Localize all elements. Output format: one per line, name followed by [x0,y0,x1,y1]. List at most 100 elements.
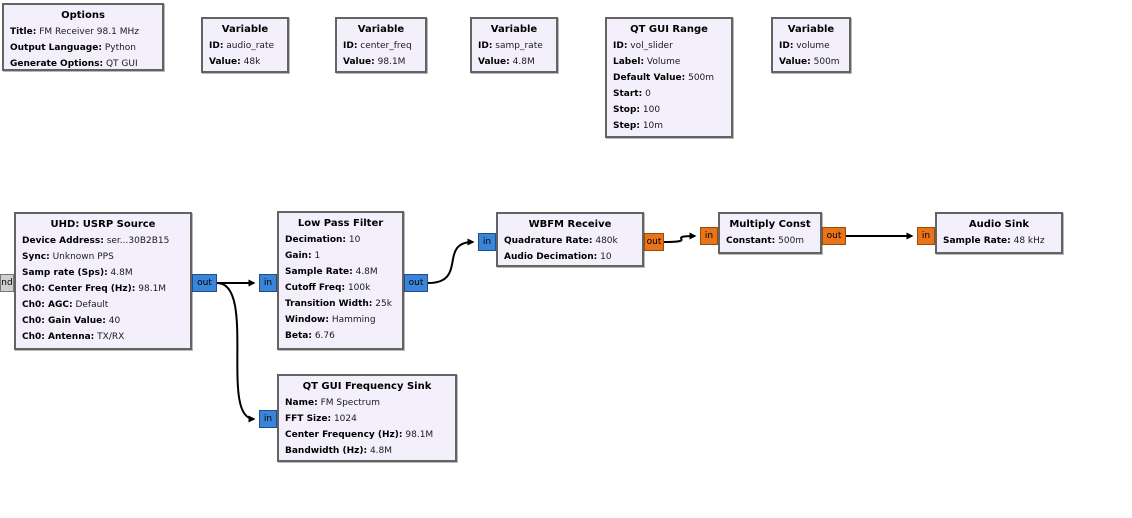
block-property: Generate Options: QT GUI [10,56,156,72]
usrp-out-port[interactable]: out [192,274,217,292]
block-property: Center Frequency (Hz): 98.1M [285,427,449,443]
block-title: Variable [357,24,405,35]
property-value: 48k [243,57,261,67]
wire-wbfm.out-to-mult.in[interactable] [663,232,697,243]
property-label: Sample Rate: [943,236,1011,246]
block-property: Sync: Unknown PPS [22,249,184,265]
property-value: Python [104,43,137,53]
property-label: Stop: [613,105,641,115]
property-label: Value: [343,57,375,67]
block-property: Stop: 100 [613,102,725,118]
block-property: ID: volume [779,38,843,54]
block-property: Constant: 500m [726,233,814,249]
multiply_const-in-port[interactable]: in [700,227,718,245]
property-value: 500m [813,57,840,67]
audio_sink-in-port[interactable]: in [917,227,935,245]
property-value: 10 [348,235,361,245]
block-property: Gain: 1 [285,248,396,264]
block-property: ID: audio_rate [209,38,281,54]
multiply_const-out-port[interactable]: out [822,227,846,245]
block-title: Variable [490,24,538,35]
property-value: volume [796,41,830,51]
property-value: 1024 [333,414,357,424]
property-value: 4.8M [110,268,133,278]
property-value: Hamming [331,315,376,325]
property-value: 480k [595,236,618,246]
block-property: ID: vol_slider [613,38,725,54]
wbfm-in-port[interactable]: in [478,233,496,251]
property-value: 0 [645,89,651,99]
block-property: ID: center_freq [343,38,419,54]
property-label: Ch0: Center Freq (Hz): [22,284,136,294]
block-property: Cutoff Freq: 100k [285,280,396,296]
property-value: 1 [314,251,321,261]
property-value: vol_slider [630,41,673,51]
property-value: 4.8M [369,446,393,456]
property-value: FM Spectrum [320,398,380,408]
property-label: Sync: [22,252,50,262]
block-property: Ch0: AGC: Default [22,297,184,313]
block-property: Bandwidth (Hz): 4.8M [285,443,449,459]
property-label: FFT Size: [285,414,332,424]
block-title: Audio Sink [968,219,1030,230]
block-property: Ch0: Antenna: TX/RX [22,329,184,345]
block-property: Quadrature Rate: 480k [504,233,636,249]
property-value: 98.1M [377,57,406,67]
property-label: Title: [10,27,37,37]
lpf-in-port[interactable]: in [259,274,277,292]
wire-usrp.out-to-freqsink.in[interactable] [216,282,256,423]
property-value: 48 kHz [1013,236,1045,246]
lpf-out-port[interactable]: out [404,274,428,292]
property-value: 100k [347,283,371,293]
property-label: Step: [613,121,640,131]
property-label: Sample Rate: [285,267,353,277]
block-title: WBFM Receive [528,219,612,230]
block-property: Value: 4.8M [478,54,550,70]
property-label: Decimation: [285,235,347,245]
block-property: Window: Hamming [285,312,396,328]
property-value: Default [75,300,109,310]
block-property: Audio Decimation: 10 [504,249,636,265]
property-label: Quadrature Rate: [504,236,593,246]
wire-lpf.out-to-wbfm.in[interactable] [427,238,475,284]
block-property: FFT Size: 1024 [285,411,449,427]
property-value: 4.8M [355,267,378,277]
property-value: center_freq [360,41,412,51]
property-value: Volume [646,57,681,67]
property-value: 6.76 [314,331,335,341]
block-property: Samp rate (Sps): 4.8M [22,265,184,281]
property-label: Output Language: [10,43,102,53]
block-title: QT GUI Frequency Sink [302,381,432,392]
wbfm-out-port[interactable]: out [644,233,664,251]
block-property: Value: 500m [779,54,843,70]
block-title: QT GUI Range [630,24,708,35]
property-value: 25k [375,299,392,309]
block-property: Device Address: ser...30B2B15 [22,233,184,249]
block-property: Sample Rate: 48 kHz [943,233,1055,249]
property-value: 10m [642,121,664,131]
block-property: Ch0: Gain Value: 40 [22,313,184,329]
property-label: Audio Decimation: [504,252,598,262]
property-label: Window: [285,315,329,325]
block-property: Decimation: 10 [285,232,396,248]
property-label: Ch0: Antenna: [22,332,95,342]
block-property: Title: FM Receiver 98.1 MHz [10,24,156,40]
usrp-in-port[interactable]: nd [0,274,14,292]
block-property: Value: 98.1M [343,54,419,70]
freq_sink-in-port[interactable]: in [259,410,277,428]
block-property: Beta: 6.76 [285,328,396,344]
property-label: Constant: [726,236,776,246]
